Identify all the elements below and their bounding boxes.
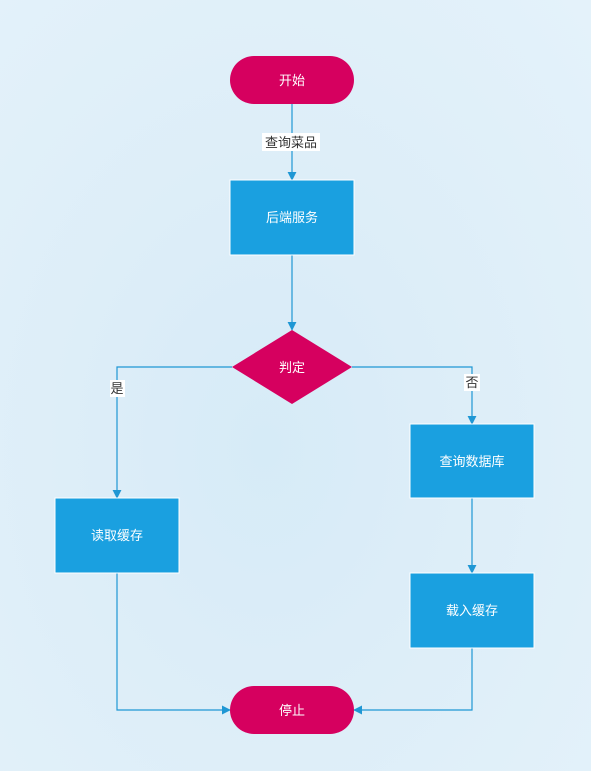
edges xyxy=(112,104,477,715)
edge-label-no: 否 xyxy=(464,374,480,391)
node-backend-service[interactable]: 后端服务 xyxy=(229,179,355,256)
node-load-cache[interactable]: 载入缓存 xyxy=(409,572,535,649)
svg-text:停止: 停止 xyxy=(279,703,305,719)
edge-label-query-menu: 查询菜品 xyxy=(262,133,320,151)
svg-text:后端服务: 后端服务 xyxy=(266,210,318,226)
svg-text:载入缓存: 载入缓存 xyxy=(446,604,498,619)
edge-load-cache-to-stop xyxy=(353,648,473,715)
svg-text:读取缓存: 读取缓存 xyxy=(91,529,143,544)
node-stop[interactable]: 停止 xyxy=(230,686,354,734)
svg-text:开始: 开始 xyxy=(279,74,305,89)
svg-text:判定: 判定 xyxy=(279,361,305,376)
svg-text:查询菜品: 查询菜品 xyxy=(265,136,317,151)
svg-text:否: 否 xyxy=(465,376,478,391)
node-decision[interactable]: 判定 xyxy=(232,330,352,404)
node-query-database[interactable]: 查询数据库 xyxy=(409,423,535,499)
edge-label-yes: 是 xyxy=(110,380,125,397)
svg-text:查询数据库: 查询数据库 xyxy=(439,454,504,470)
node-start[interactable]: 开始 xyxy=(230,56,354,104)
edge-decision-to-query-db xyxy=(352,366,477,425)
svg-text:是: 是 xyxy=(110,382,123,397)
edge-read-cache-to-stop xyxy=(116,573,231,715)
node-read-cache[interactable]: 读取缓存 xyxy=(54,497,180,574)
edge-decision-to-read-cache xyxy=(112,366,232,499)
